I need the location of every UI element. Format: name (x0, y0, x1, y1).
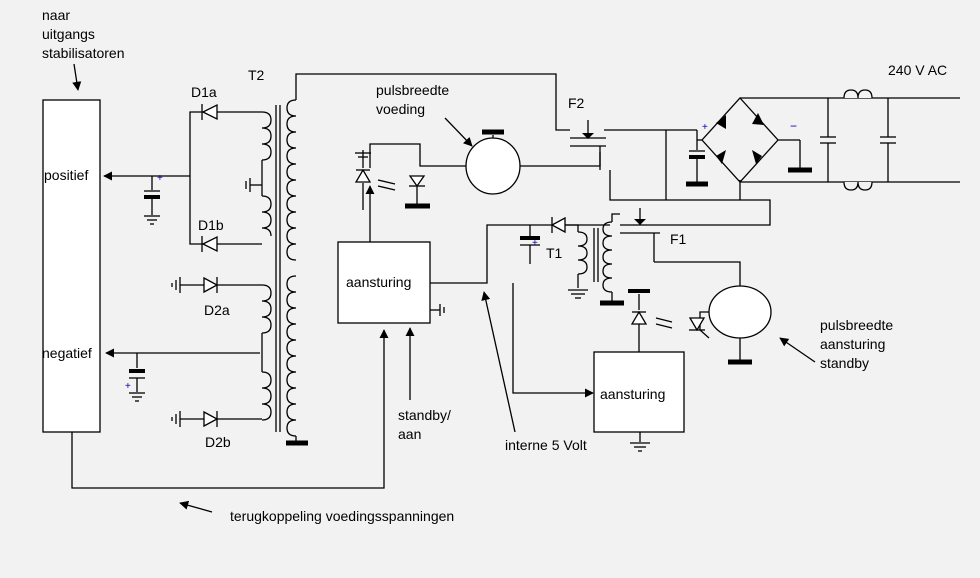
label-interne-5v: interne 5 Volt (505, 437, 587, 453)
optocoupler-standby (628, 289, 706, 352)
capacitor-positief: + (144, 173, 163, 225)
label-pulsbreedte-standby-1: pulsbreedte (820, 317, 893, 333)
transformer-t1: + (520, 216, 624, 306)
svg-text:−: − (790, 119, 797, 133)
arrow-pulsbreedte-voeding (444, 117, 473, 147)
svg-text:+: + (532, 238, 538, 249)
diode-d2b (171, 410, 262, 428)
label-t1: T1 (546, 245, 563, 261)
diode-d1a (201, 103, 218, 121)
optocoupler-main (354, 150, 430, 210)
label-240v-ac: 240 V AC (888, 62, 947, 78)
x-capacitor-1 (820, 98, 836, 182)
d1-wires (189, 111, 262, 245)
arrow-terugkoppeling (179, 500, 213, 513)
label-aansturing-main: aansturing (346, 274, 411, 290)
aansturing-box-standby (593, 351, 685, 433)
label-positief: positief (44, 167, 88, 183)
opto-wire-main (369, 143, 466, 168)
bridge-rectifier: − (701, 97, 812, 183)
svg-text:+: + (702, 122, 708, 133)
capacitor-negatief: + (125, 353, 145, 402)
mosfet-f2 (570, 120, 666, 170)
t2-primary-wire (295, 73, 570, 131)
label-standby-aan-1: standby/ (398, 407, 451, 423)
arrow-interne-5v (481, 291, 516, 433)
label-standby-aan-2: aan (398, 426, 421, 442)
svg-text:+: + (125, 381, 131, 392)
label-pulsbreedte-standby-3: standby (820, 355, 869, 371)
label-uitgangs: uitgangs (42, 26, 95, 42)
label-negatief: negatief (42, 345, 92, 361)
label-aansturing-standby: aansturing (600, 386, 665, 402)
label-pulsbreedte-voeding-1: pulsbreedte (376, 82, 449, 98)
f2-gate-wire (520, 152, 601, 167)
label-f1: F1 (670, 231, 687, 247)
svg-text:+: + (157, 173, 163, 184)
label-d1a: D1a (191, 84, 217, 100)
diode-d2a (171, 276, 262, 294)
filter-capacitor: + (686, 122, 708, 187)
label-d1b: D1b (198, 217, 224, 233)
interne-5v-wire (430, 224, 610, 284)
transformer-t2 (245, 99, 308, 446)
label-t2: T2 (248, 67, 265, 83)
label-pulsbreedte-voeding-2: voeding (376, 101, 425, 117)
x-capacitor-2 (880, 98, 896, 182)
feedback-wire (71, 329, 389, 489)
opto-wire-standby (699, 311, 710, 339)
pwm-controller-main (465, 137, 521, 195)
output-stabilizer-box (42, 99, 101, 433)
choke-bottom (843, 181, 873, 191)
pwm-controller-standby (708, 285, 772, 339)
mosfet-f1 (611, 208, 741, 290)
aansturing-box-main (337, 241, 431, 324)
label-naar: naar (42, 7, 70, 23)
arrow-naar (72, 63, 82, 91)
label-pulsbreedte-standby-2: aansturing (820, 336, 885, 352)
dc-bus-lower (609, 170, 771, 226)
label-f2: F2 (568, 95, 585, 111)
label-terugkoppeling: terugkoppeling voedingsspanningen (230, 508, 454, 524)
label-d2b: D2b (205, 434, 231, 450)
arrow-pulsbreedte-standby (779, 337, 816, 363)
aansturing-link-wire (512, 283, 594, 398)
diode-d1b (201, 235, 218, 253)
choke-top (843, 89, 873, 99)
label-stabilisatoren: stabilisatoren (42, 45, 125, 61)
label-d2a: D2a (204, 302, 230, 318)
